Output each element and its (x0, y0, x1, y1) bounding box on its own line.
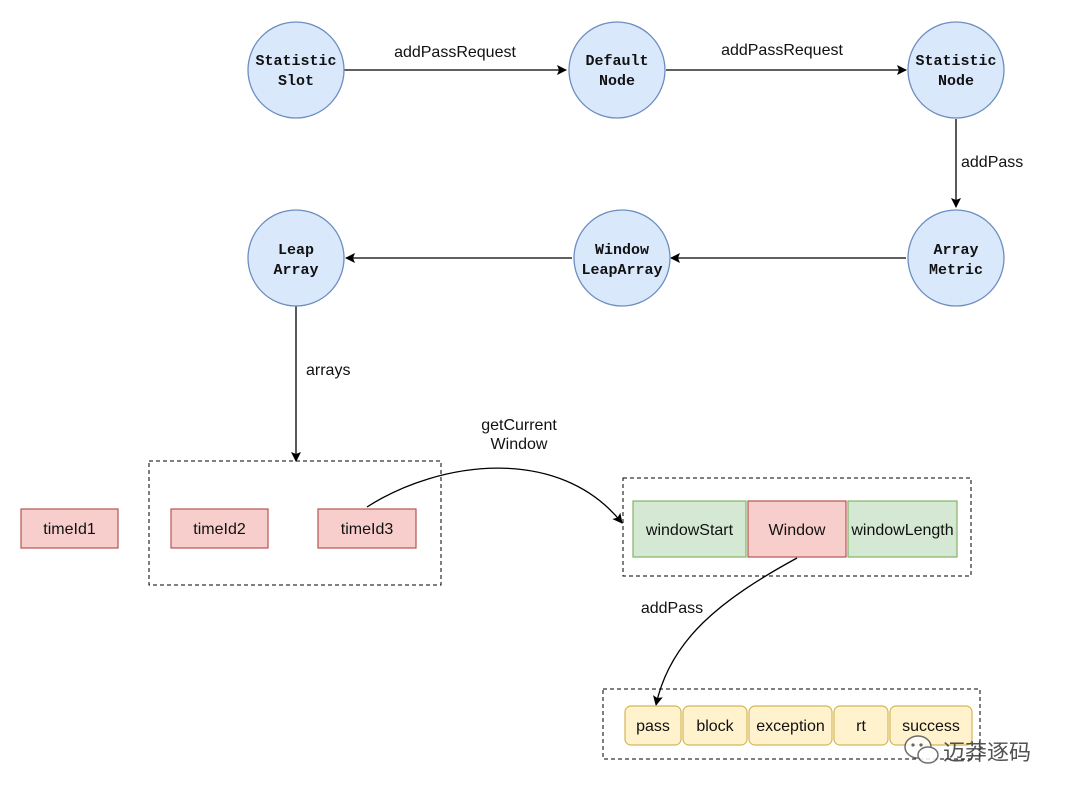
node-label-line2: Array (273, 262, 318, 279)
node-label-line2: Slot (278, 73, 314, 90)
counter-block: block (682, 705, 748, 746)
edge-timeid3-to-window (366, 467, 623, 524)
time-id-box-2: timeId2 (170, 508, 269, 549)
node-leap-array: Leap Array (247, 209, 345, 307)
box-shape (170, 508, 269, 549)
window-part-label: Window (769, 522, 826, 539)
node-label-line2: LeapArray (581, 262, 662, 279)
box-shape (747, 500, 847, 558)
box-shape (748, 705, 833, 746)
edge-label-arrays: arrays (306, 362, 350, 379)
edge-window-to-counters (653, 557, 798, 706)
node-label-line1: Leap (278, 242, 314, 259)
node-circle (907, 209, 1005, 307)
node-label-line1: Default (585, 53, 648, 70)
edge-label-get-current-line1: getCurrent (481, 417, 557, 434)
counter-success: success (889, 705, 973, 746)
box-shape (632, 500, 747, 558)
node-label-line1: Statistic (255, 53, 336, 70)
node-label-line1: Statistic (915, 53, 996, 70)
edge-label-statnode-to-metric: addPass (961, 154, 1023, 171)
edge-label-default-to-statnode: addPassRequest (721, 42, 843, 59)
time-id-label: timeId3 (341, 521, 394, 538)
node-array-metric: Array Metric (907, 209, 1005, 307)
node-label-line1: Array (933, 242, 978, 259)
box-shape (682, 705, 748, 746)
counter-exception: exception (748, 705, 833, 746)
time-id-group-box (148, 460, 442, 586)
node-circle (568, 21, 666, 119)
window-part-label: windowLength (850, 522, 953, 539)
counter-pass: pass (624, 705, 682, 746)
window-part-label: windowStart (645, 522, 734, 539)
edge-label-get-current-line2: Window (491, 436, 548, 453)
node-circle (247, 21, 345, 119)
node-label-line2: Node (938, 73, 974, 90)
window-length-box: windowLength (847, 500, 958, 558)
node-default-node: Default Node (568, 21, 666, 119)
counter-label: rt (856, 718, 866, 735)
counter-label: success (902, 718, 960, 735)
box-shape (847, 500, 958, 558)
window-box: Window (747, 500, 847, 558)
watermark: 迈莽逐码 (904, 735, 1031, 766)
box-shape (317, 508, 417, 549)
node-window-leaparray: Window LeapArray (573, 209, 671, 307)
node-circle (907, 21, 1005, 119)
watermark-text: 迈莽逐码 (943, 741, 1031, 766)
counter-label: exception (756, 718, 825, 735)
chat-bubble-icon (904, 735, 939, 764)
node-circle (247, 209, 345, 307)
time-id-label: timeId1 (43, 521, 96, 538)
window-group-box (622, 477, 972, 577)
box-shape (20, 508, 119, 549)
node-statistic-node: Statistic Node (907, 21, 1005, 119)
counter-label: block (696, 718, 734, 735)
edge-label-slot-to-default: addPassRequest (394, 44, 516, 61)
time-id-box-1: timeId1 (20, 508, 119, 549)
node-label-line1: Window (595, 242, 649, 259)
counter-rt: rt (833, 705, 889, 746)
node-statistic-slot: Statistic Slot (247, 21, 345, 119)
box-shape (833, 705, 889, 746)
window-start-box: windowStart (632, 500, 747, 558)
counter-label: pass (636, 718, 670, 735)
edge-label-window-to-counters: addPass (641, 600, 703, 617)
node-label-line2: Node (599, 73, 635, 90)
node-label-line2: Metric (929, 262, 983, 279)
node-circle (573, 209, 671, 307)
box-shape (624, 705, 682, 746)
time-id-label: timeId2 (193, 521, 246, 538)
time-id-box-3: timeId3 (317, 508, 417, 549)
